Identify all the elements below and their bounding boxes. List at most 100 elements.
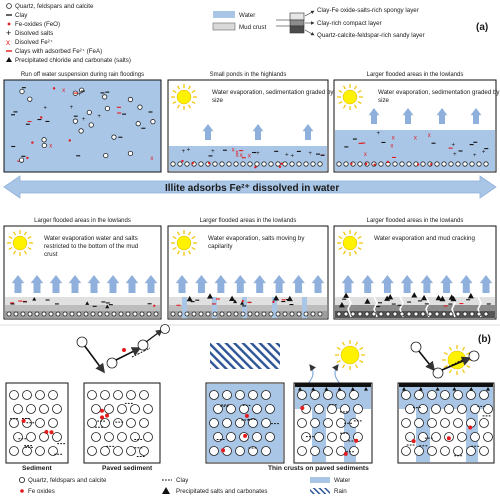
fe-oxide-dot [44,430,49,435]
quartz-grain [233,311,239,317]
quartz-icon [6,3,12,9]
quartz-grain [209,418,219,428]
sun-ray [342,231,347,236]
quartz-grain [399,311,405,317]
quartz-grain [453,390,463,400]
quartz-grain [296,311,302,317]
precip-triangle [435,294,442,301]
quartz-grain [177,161,183,167]
quartz-grain [117,432,127,442]
evaporation-arrow [436,108,448,124]
quartz-grain [35,390,45,400]
sun-ray [357,246,362,251]
quartz-grain [303,161,309,167]
quartz-grain [340,404,350,414]
fe-oxide-dot [278,165,282,169]
panel-description: Water evaporation, sedimentation graded … [212,89,334,96]
salt-plus: + [182,149,186,155]
quartz-grain [48,446,58,456]
quartz-grain [441,161,447,167]
evaporation-arrow [479,275,493,293]
precip-triangle-icon [6,57,12,62]
evaporation-arrow [341,275,355,293]
quartz-grain [265,432,275,442]
quartz-grain [327,432,337,442]
sun-ray [176,231,181,236]
fe-oxide-dot [354,438,359,443]
salt-plus-icon: + [6,28,11,38]
quartz-grain [310,390,320,400]
quartz-grain [406,311,412,317]
fe-oxide-dot [244,413,249,418]
capillary-water [302,297,307,318]
precip-triangle [85,301,90,305]
quartz-grain [296,161,302,167]
quartz-grain [41,142,47,149]
evaporation-arrow [292,275,305,293]
precip-triangle [32,297,37,301]
mudcrust-swatch [212,22,236,31]
quartz-grain [479,418,489,428]
quartz-grain [170,311,176,317]
clay-dashes [445,364,453,369]
sun-ray [187,231,192,236]
salt-plus: + [453,152,457,158]
quartz-grain [212,161,218,167]
fe-oxide-dot [39,116,43,119]
quartz-grain [254,311,260,317]
quartz-grain [453,446,463,456]
salt-plus: + [285,152,289,158]
legend-mudcrust: Mud crust [239,24,266,31]
sun-ray [191,235,196,240]
panel-title: Small ponds in the highlands [210,72,287,78]
quartz-grain [466,390,476,400]
fe-oxide-dot [254,166,257,169]
quartz-grain [103,152,109,159]
quartz-grain [146,311,152,317]
quartz-grain [79,87,85,93]
quartz-grain [470,432,480,442]
legend-b: Quartz, feldspars and calcite Fe oxides … [18,476,350,495]
legend-feo: Fe-oxides (FeO) [15,21,60,28]
legend-b-quartz: Quartz, feldspars and calcite [28,477,107,484]
quartz-grain [52,404,62,414]
fe-oxide-dot [243,433,248,438]
quartz-grain [371,311,377,317]
quartz-grain [343,161,349,167]
sun-icon [442,345,472,375]
sun-ray [187,85,192,90]
precip-triangle [467,292,474,299]
quartz-grain [143,404,153,414]
quartz-grain [483,404,493,414]
quartz-grain [448,161,454,167]
evaporation-arrow [402,108,414,124]
precip-triangle [364,387,368,391]
quartz-grain [139,311,145,317]
fe-oxide-dot [373,163,376,166]
quartz-grain [39,404,49,414]
caption-sediment: Sediment [22,465,52,472]
precip-triangle [337,387,342,391]
quartz-grain [55,311,61,317]
fe2-cross: x [364,152,367,158]
salt-plus: + [97,114,101,120]
precip-triangle [421,294,428,301]
feo-icon [7,22,11,26]
fe2-cross: x [390,143,393,149]
sun-ray [176,250,181,255]
quartz-grain [9,446,19,456]
quartz-grain [9,390,19,400]
quartz-grain [340,432,350,442]
salt-plus: + [291,153,295,159]
quartz-grain [6,311,12,317]
quartz-grain [431,432,441,442]
fe-oxide-dot [280,162,284,165]
quartz-grain [226,161,232,167]
quartz-grain [357,311,363,317]
quartz-grain [261,161,267,167]
evaporation-arrow [252,124,264,140]
quartz-grain [130,404,140,414]
salt-plus: + [70,105,74,111]
quartz-grain [268,161,274,167]
quartz-grain [104,311,110,317]
